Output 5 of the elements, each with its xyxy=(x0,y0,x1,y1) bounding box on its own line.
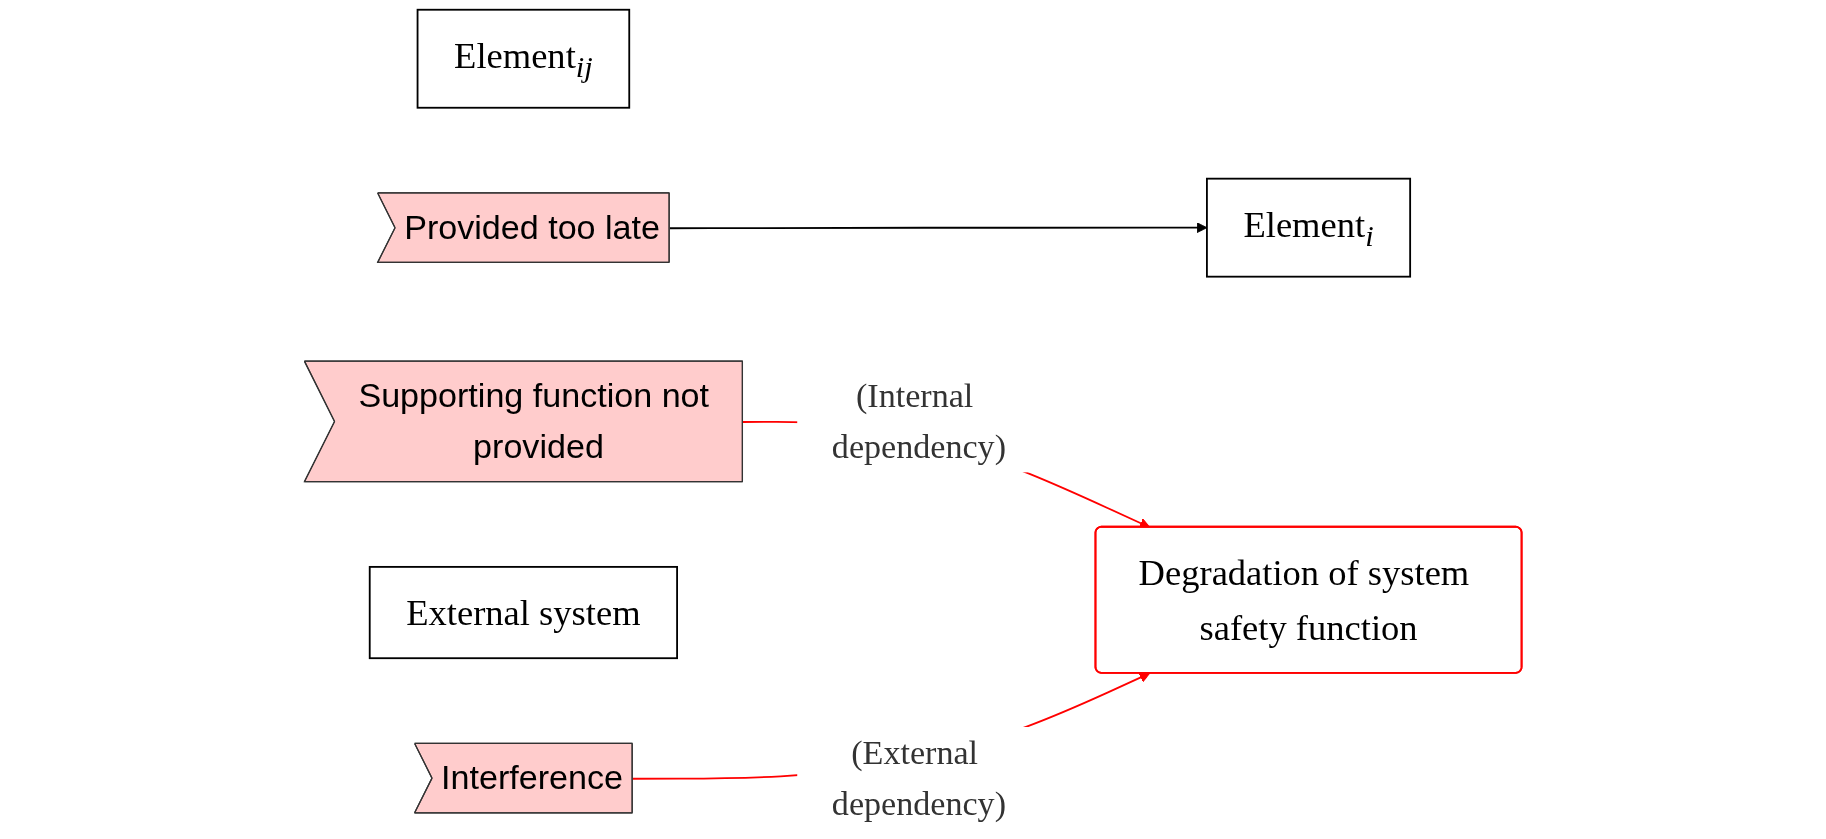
node-box: Element$_{ij}$ xyxy=(416,8,631,109)
node-box: External system xyxy=(368,565,678,660)
node-box: Element$_{i}$ xyxy=(1206,177,1412,278)
edge-label: (Internal dependency) xyxy=(831,376,1006,466)
edge-label: (External dependency) xyxy=(831,733,1006,822)
